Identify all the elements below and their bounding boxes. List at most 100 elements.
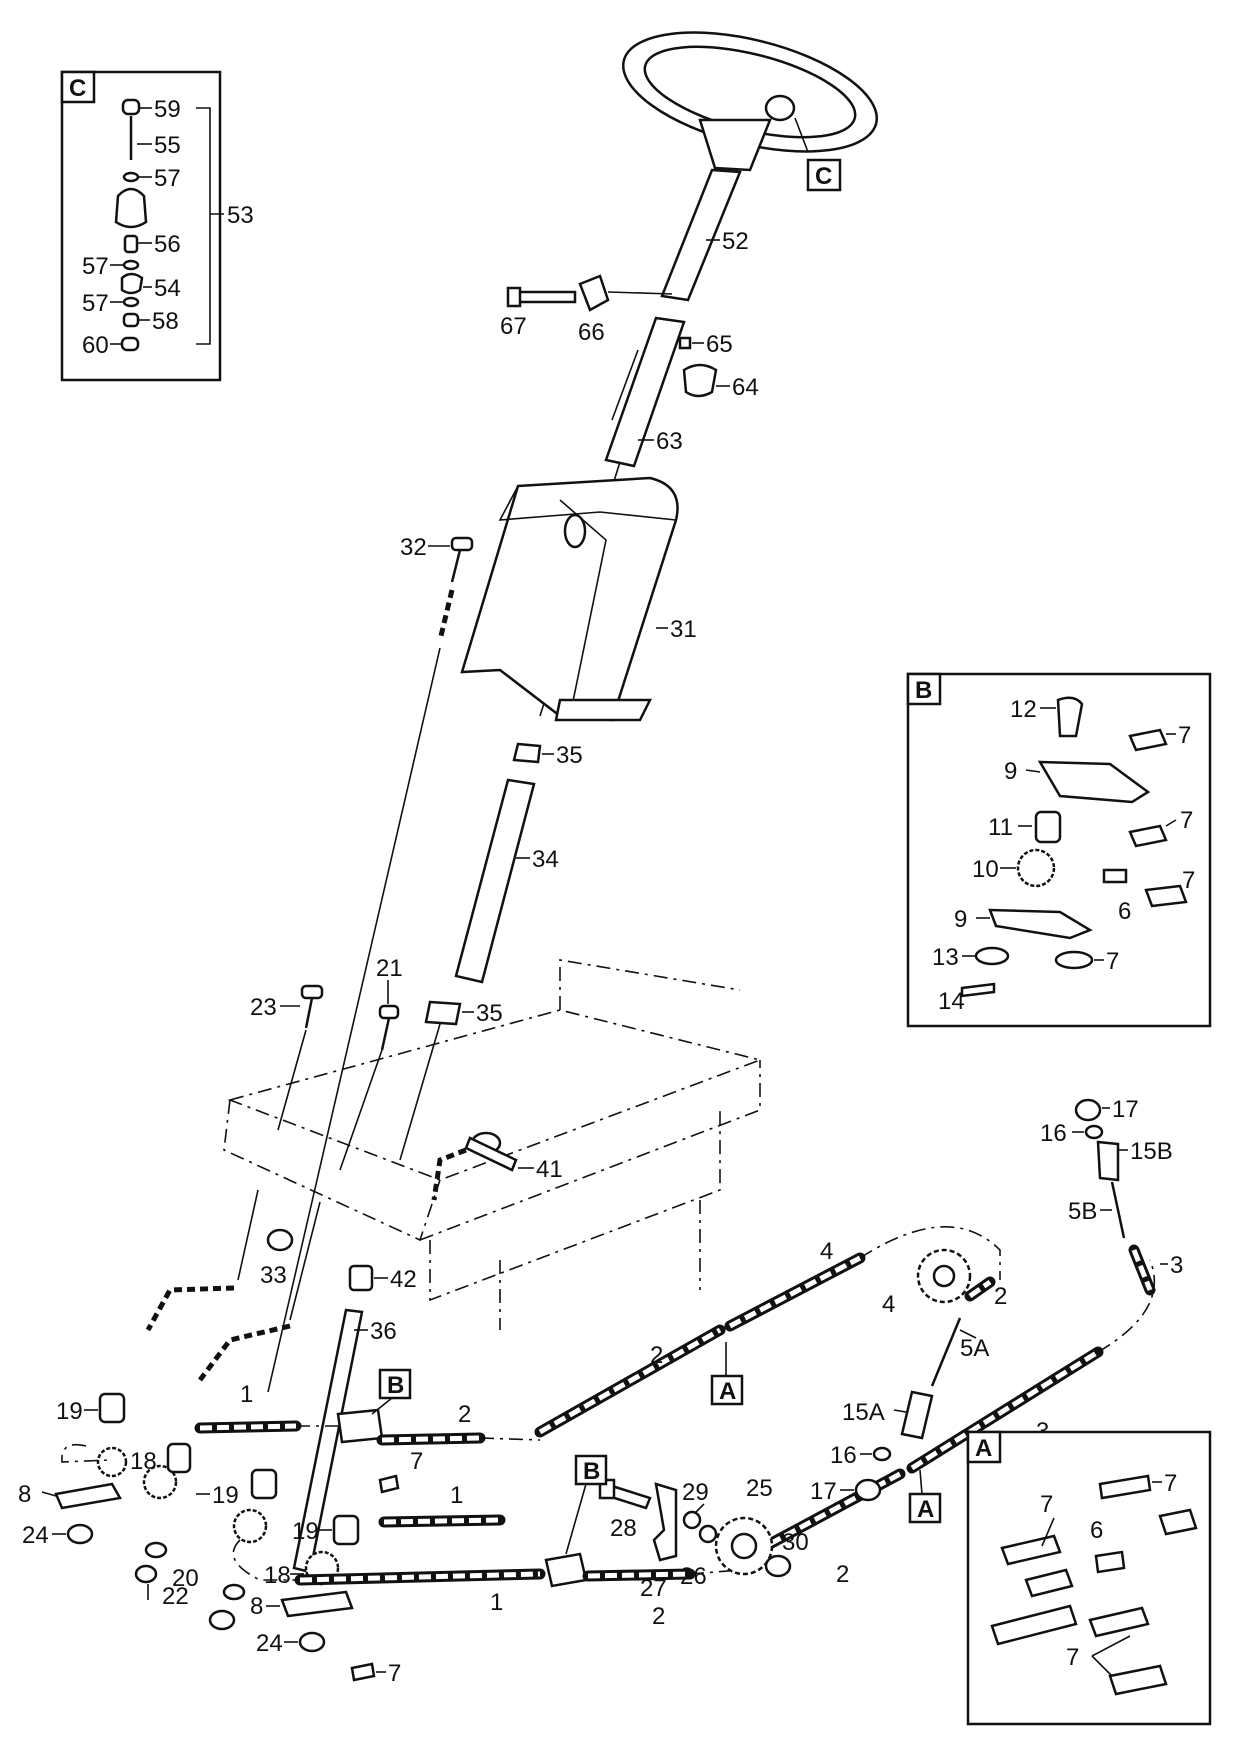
bracket-part xyxy=(120,272,144,295)
nut-part xyxy=(208,1609,236,1631)
sprocket-part xyxy=(142,1464,178,1500)
callout-12: 12 xyxy=(1010,696,1037,723)
bushing-part xyxy=(512,742,542,764)
pin-part xyxy=(1102,868,1128,884)
nut-part xyxy=(854,1478,882,1502)
callout-4: 4 xyxy=(820,1238,833,1265)
inset-c: C 59 55 57 56 57 54 57 58 60 53 xyxy=(60,70,254,382)
housing-slot xyxy=(563,513,587,549)
bolt-part xyxy=(380,1017,391,1051)
washer-part xyxy=(682,1510,702,1530)
nut-part xyxy=(1074,1098,1102,1122)
flag-c: C xyxy=(815,163,832,190)
callout-7: 7 xyxy=(1040,1491,1053,1518)
callout-56: 56 xyxy=(154,231,181,258)
sprocket-part xyxy=(96,1446,128,1478)
link-part xyxy=(1158,1508,1198,1536)
bushing-part xyxy=(424,1000,462,1026)
knob-cap-part xyxy=(121,98,141,116)
clamp-part xyxy=(578,274,610,312)
knob-part xyxy=(114,187,148,229)
flag-b-upper: B xyxy=(387,1372,404,1399)
callout-26: 26 xyxy=(680,1563,707,1590)
spring-part xyxy=(1096,1140,1120,1182)
callout-5B: 5B xyxy=(1068,1198,1097,1225)
plate-part xyxy=(280,1590,354,1618)
bolt-head xyxy=(506,286,522,308)
bushing-part xyxy=(166,1442,192,1474)
sprocket-hub xyxy=(932,1264,956,1288)
callout-6: 6 xyxy=(1090,1517,1103,1544)
inset-b-title: B xyxy=(915,677,932,704)
idler-assembly: 28 27 29 26 25 30 xyxy=(598,1475,809,1602)
link-part xyxy=(1128,728,1168,752)
callout-27: 27 xyxy=(640,1575,667,1602)
nut-part xyxy=(764,1554,792,1578)
adjuster-rod-b: 17 16 15B 5B 3 xyxy=(1040,1096,1183,1296)
callout-19: 19 xyxy=(292,1518,319,1545)
nut-part xyxy=(298,1631,326,1653)
steering-hub-part xyxy=(698,118,772,172)
callout-52: 52 xyxy=(722,228,749,255)
callout-13: 13 xyxy=(932,944,959,971)
callout-60: 60 xyxy=(82,332,109,359)
sprocket-part xyxy=(1016,848,1056,888)
callout-7: 7 xyxy=(1180,807,1193,834)
callout-33: 33 xyxy=(260,1262,287,1289)
inset-a-title: A xyxy=(975,1435,992,1462)
bushing-part xyxy=(1034,810,1062,844)
callout-66: 66 xyxy=(578,319,605,346)
callout-15B: 15B xyxy=(1130,1138,1173,1165)
callout-53: 53 xyxy=(227,202,254,229)
flag-a-box xyxy=(710,1374,744,1406)
steering-chains: 1 2 2 4 1 1 2 2 3 xyxy=(61,1226,1156,1630)
callout-19: 19 xyxy=(212,1482,239,1509)
callout-15A: 15A xyxy=(842,1399,885,1426)
callout-16: 16 xyxy=(1040,1120,1067,1147)
flag-a-lower: A xyxy=(917,1496,934,1523)
callout-63: 63 xyxy=(656,428,683,455)
bushing-part xyxy=(250,1468,278,1500)
bracket-part xyxy=(652,1482,678,1562)
inset-a: A 7 7 6 7 xyxy=(966,1430,1212,1726)
flag-b-lower: B xyxy=(583,1458,600,1485)
link-part xyxy=(1098,1474,1152,1500)
callout-42: 42 xyxy=(390,1266,417,1293)
steering-shaft-part xyxy=(660,168,742,302)
lower-shaft-part xyxy=(604,316,686,468)
cotter-pin-part xyxy=(960,982,996,998)
adjuster-rod-a: 5A 15A 16 17 xyxy=(810,1317,989,1505)
bolt-part xyxy=(464,1136,518,1172)
callout-34: 34 xyxy=(532,846,559,873)
callout-7: 7 xyxy=(410,1448,423,1475)
callout-11: 11 xyxy=(988,814,1013,841)
callout-35: 35 xyxy=(556,742,583,769)
callout-4: 2 xyxy=(994,1283,1007,1310)
callout-64: 64 xyxy=(732,374,759,401)
washer-part xyxy=(974,946,1010,966)
callout-28: 28 xyxy=(610,1515,637,1542)
callout-9: 9 xyxy=(954,906,967,933)
sector-shaft: 42 36 xyxy=(292,1264,417,1574)
link-part xyxy=(350,1662,376,1682)
rod-part xyxy=(1110,1181,1126,1239)
link-part xyxy=(1088,1606,1150,1638)
callout-36: 36 xyxy=(370,1318,397,1345)
spring-part xyxy=(900,1390,934,1440)
tube-part xyxy=(454,778,536,984)
steering-column: 52 67 66 65 64 63 xyxy=(500,31,879,717)
plate-part xyxy=(1037,760,1151,804)
callout-9: 9 xyxy=(1004,758,1017,785)
callout-17: 17 xyxy=(1112,1096,1139,1123)
callout-7: 7 xyxy=(1178,722,1191,749)
callout-2: 2 xyxy=(836,1561,849,1588)
bolt-head xyxy=(378,1004,400,1020)
bushing-part xyxy=(332,1514,360,1546)
pin-part xyxy=(1094,1550,1126,1574)
bushing-part xyxy=(348,1264,374,1292)
inset-b-title-box xyxy=(906,672,942,706)
callout-23: 23 xyxy=(250,994,277,1021)
callout-19: 19 xyxy=(56,1398,83,1425)
callout-21: 21 xyxy=(376,955,403,982)
